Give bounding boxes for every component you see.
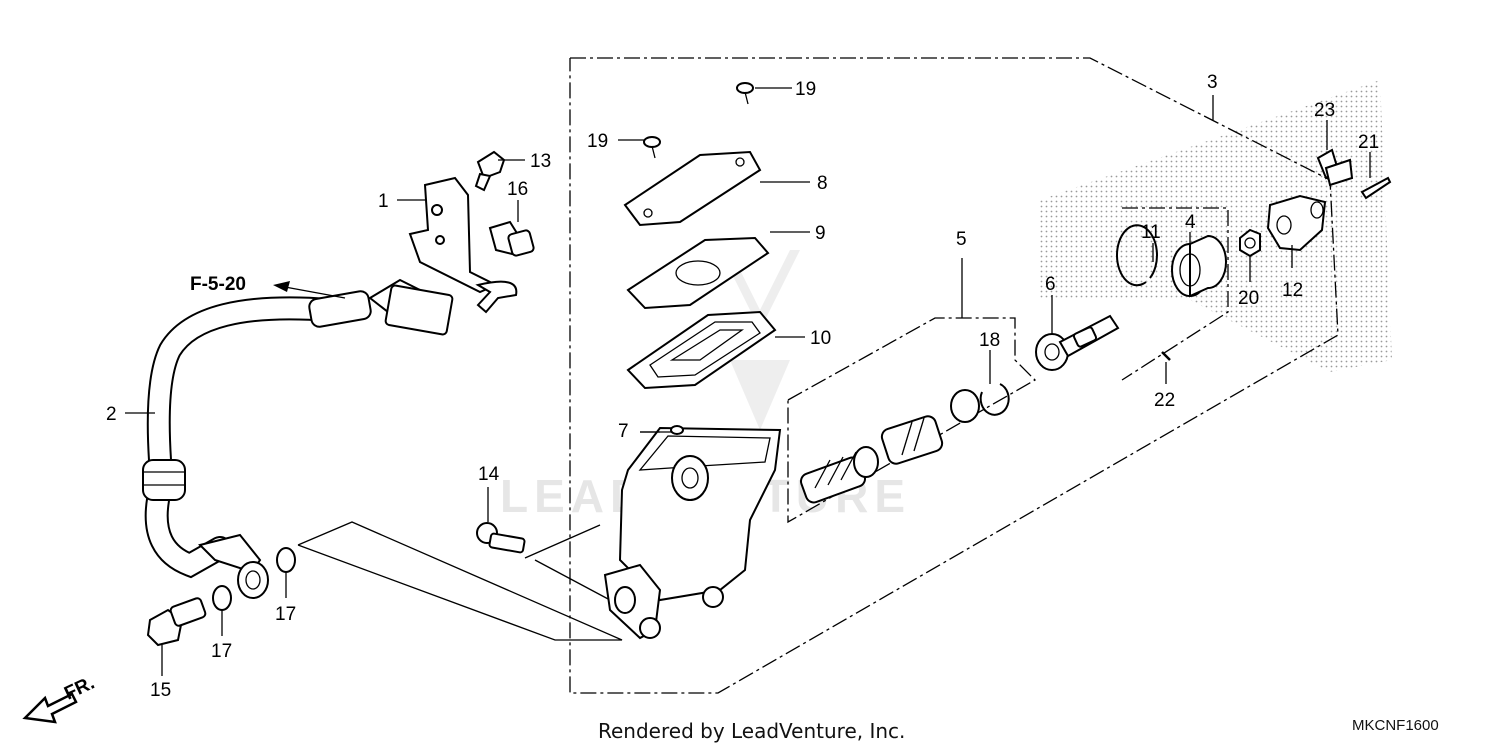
callout-1: 1	[378, 191, 389, 212]
leader-bolt-14	[524, 524, 601, 559]
callout-20: 20	[1238, 288, 1259, 309]
callout-18: 18	[979, 330, 1000, 351]
circlip-part-18	[979, 383, 1010, 416]
front-direction-arrow	[22, 692, 78, 724]
bracket-part-1	[408, 176, 499, 294]
callout-19a: 19	[795, 79, 816, 100]
screw-part-19b	[736, 82, 792, 105]
piston-part	[880, 415, 944, 465]
boot-kit-outline-4	[1121, 207, 1229, 381]
assembly-outline-3	[569, 57, 1339, 694]
callout-6: 6	[1045, 274, 1056, 295]
snap-ring-part-11	[1116, 224, 1158, 287]
pin-part-23	[1316, 148, 1354, 187]
callout-12: 12	[1282, 280, 1303, 301]
boot-part-4	[1171, 234, 1227, 298]
joint-part-12	[1266, 194, 1327, 252]
banjo-fitting	[237, 561, 269, 599]
cotter-pin-part-21	[1360, 176, 1392, 200]
screw-part-19a	[618, 136, 661, 159]
shaded-area	[1040, 80, 1392, 372]
reservoir-cap-part-8	[623, 150, 762, 227]
callout-19b: 19	[587, 131, 608, 152]
hose-clip	[475, 280, 518, 314]
callout-11: 11	[1141, 222, 1161, 243]
washer-part-17a	[212, 585, 232, 611]
push-rod-part-6	[1035, 314, 1120, 371]
master-cylinder-body	[603, 426, 782, 640]
diagram-code: MKCNF1600	[1352, 717, 1439, 734]
cup-seal-part	[853, 446, 879, 478]
callout-17a: 17	[211, 641, 232, 662]
reference-label: F-5-20	[190, 274, 246, 295]
bolt-part-13	[474, 150, 506, 192]
callout-10: 10	[810, 328, 831, 349]
leader-mount-line	[297, 521, 623, 641]
pin-part-22	[1161, 351, 1171, 361]
nut-part-20	[1239, 228, 1261, 258]
leader-bolt-14b	[534, 559, 611, 601]
callout-3: 3	[1207, 72, 1218, 93]
callout-2: 2	[106, 404, 117, 425]
footer-credit: Rendered by LeadVenture, Inc.	[598, 719, 905, 743]
banjo-bolt-part-15	[146, 597, 207, 647]
callout-16: 16	[507, 179, 528, 200]
callout-23: 23	[1314, 100, 1335, 121]
diaphragm-part-10	[626, 310, 777, 390]
reference-arrow	[273, 281, 346, 299]
callout-9: 9	[815, 223, 826, 244]
bolt-part-16	[488, 220, 535, 257]
washer-part-17b	[276, 547, 296, 573]
leader-lines	[125, 95, 1371, 676]
callout-21: 21	[1358, 132, 1379, 153]
bolt-part-14	[476, 522, 526, 554]
spring-part	[799, 451, 867, 504]
callout-17b: 17	[275, 604, 296, 625]
callout-22: 22	[1154, 390, 1175, 411]
diaphragm-plate-part-9	[626, 236, 770, 310]
piston-kit-outline-5	[787, 317, 1037, 524]
hose-part-2	[142, 278, 454, 579]
callout-5: 5	[956, 229, 967, 250]
callout-8: 8	[817, 173, 828, 194]
callout-14: 14	[478, 464, 500, 485]
callout-7: 7	[618, 421, 629, 442]
callout-4: 4	[1185, 212, 1196, 233]
secondary-cup-part	[950, 389, 980, 423]
callout-15: 15	[150, 680, 171, 701]
callout-13: 13	[530, 151, 551, 172]
